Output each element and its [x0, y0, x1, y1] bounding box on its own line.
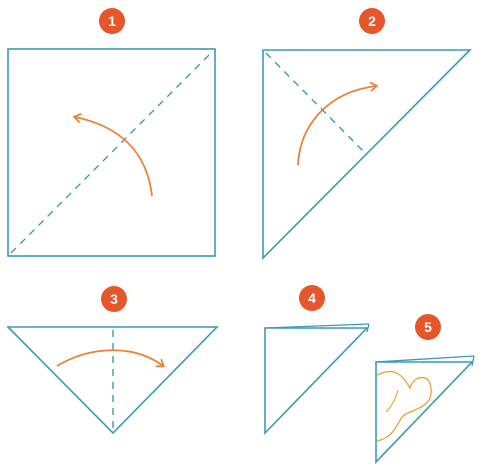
cut-line-detail [385, 389, 399, 413]
paper-triangle [6, 326, 219, 435]
step-3: 3 [6, 286, 219, 435]
fold-line [265, 52, 367, 155]
fold-arrow [56, 349, 165, 368]
step-1: 1 [7, 8, 216, 257]
badge-circle [101, 286, 127, 312]
badge-circle [415, 314, 441, 340]
step-badge: 4 [299, 285, 325, 311]
paper-layer-edge [375, 355, 475, 363]
step-number: 5 [424, 319, 432, 335]
step-5: 5 [375, 314, 475, 464]
badge-circle [99, 8, 125, 34]
fold-line [10, 51, 213, 254]
paper-layer-edge [366, 323, 370, 333]
cut-line [376, 370, 432, 442]
step-number: 3 [110, 291, 118, 307]
fold-arrow [73, 113, 153, 197]
paper-folded-triangle [375, 361, 474, 464]
step-4: 4 [264, 285, 370, 435]
step-badge: 2 [359, 8, 385, 34]
paper-folded-triangle [264, 327, 369, 435]
step-badge: 1 [99, 8, 125, 34]
paper-layer-edge [264, 323, 370, 329]
paper-square [7, 48, 216, 257]
step-number: 1 [108, 13, 116, 29]
step-badge: 3 [101, 286, 127, 312]
badge-circle [299, 285, 325, 311]
step-number: 2 [368, 13, 376, 29]
paper-triangle [262, 49, 472, 260]
step-number: 4 [308, 290, 316, 306]
fold-arrow [297, 81, 378, 166]
step-2: 2 [262, 8, 472, 260]
badge-circle [359, 8, 385, 34]
paper-layer-edge [471, 355, 475, 367]
step-badge: 5 [415, 314, 441, 340]
